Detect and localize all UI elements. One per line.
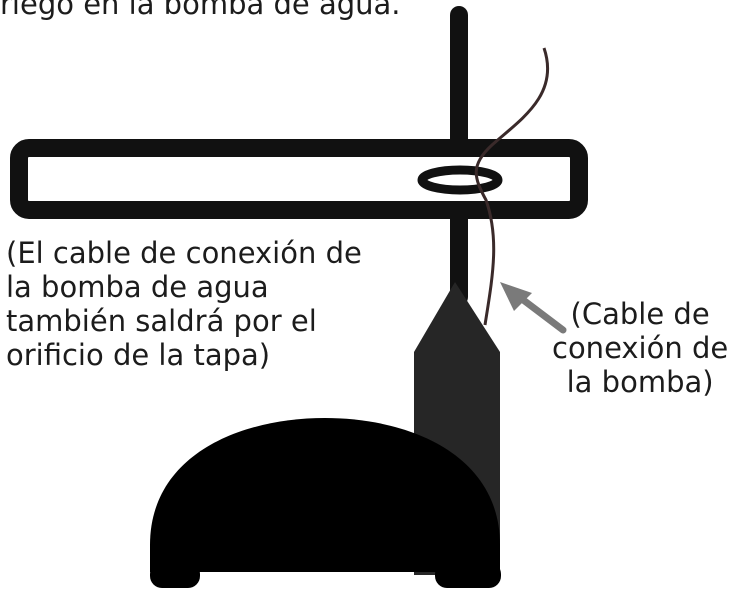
tube-note-line-4: orificio de la tapa) (6, 338, 271, 372)
tube-note-line-2: la bomba de agua (6, 270, 269, 304)
container-lid (10, 139, 588, 219)
pump-cable-note: (Cable de conexión de la bomba) (552, 297, 728, 399)
cable-note-line-2: conexión de (552, 331, 729, 365)
lid-hole (417, 165, 503, 195)
tube-note-line-3: también saldrá por el (6, 304, 317, 338)
cable-note-line-3: la bomba) (566, 365, 714, 399)
base-foot-left (150, 562, 200, 588)
base-foot-right (435, 562, 501, 588)
tube-cable-note: (El cable de conexión de la bomba de agu… (6, 236, 362, 372)
top-caption: riego en la bomba de agua. (0, 0, 401, 21)
cable-pointer-arrow-head (500, 282, 532, 311)
cable-pointer-arrow-shaft (514, 292, 567, 334)
cable-note-line-1: (Cable de (570, 297, 710, 331)
base-dome (150, 418, 500, 572)
pump-cable (474, 47, 550, 326)
tube-note-line-1: (El cable de conexión de (6, 236, 362, 270)
top-caption-line: riego en la bomba de agua. (0, 0, 401, 21)
